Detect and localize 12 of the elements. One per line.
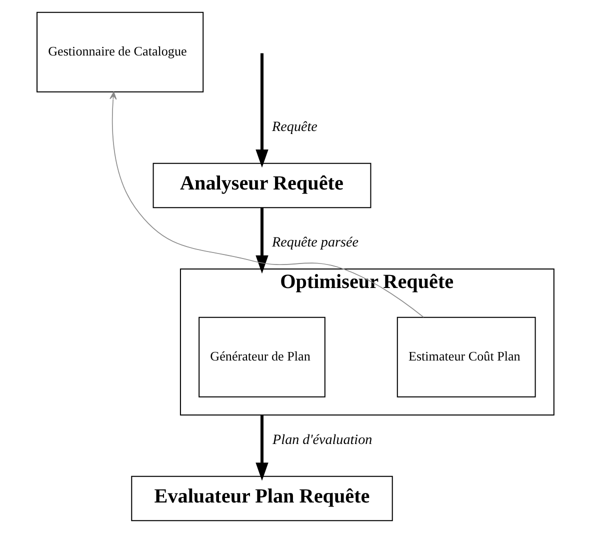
node-box: Estimateur Coût Plan <box>396 316 536 398</box>
arrow <box>255 208 268 274</box>
edge-label: Requête parsée <box>272 234 358 251</box>
node-box: Gestionnaire de Catalogue <box>36 12 204 92</box>
edge-label: Plan d'évaluation <box>272 432 372 448</box>
arrow <box>109 92 424 318</box>
arrow <box>255 53 268 168</box>
node-box: Générateur de Plan <box>198 316 325 398</box>
node-box: Analyseur Requête <box>152 162 371 208</box>
edge-label: Requête <box>272 118 317 135</box>
arrow <box>255 414 268 481</box>
node-box: Evaluateur Plan Requête <box>130 476 392 522</box>
